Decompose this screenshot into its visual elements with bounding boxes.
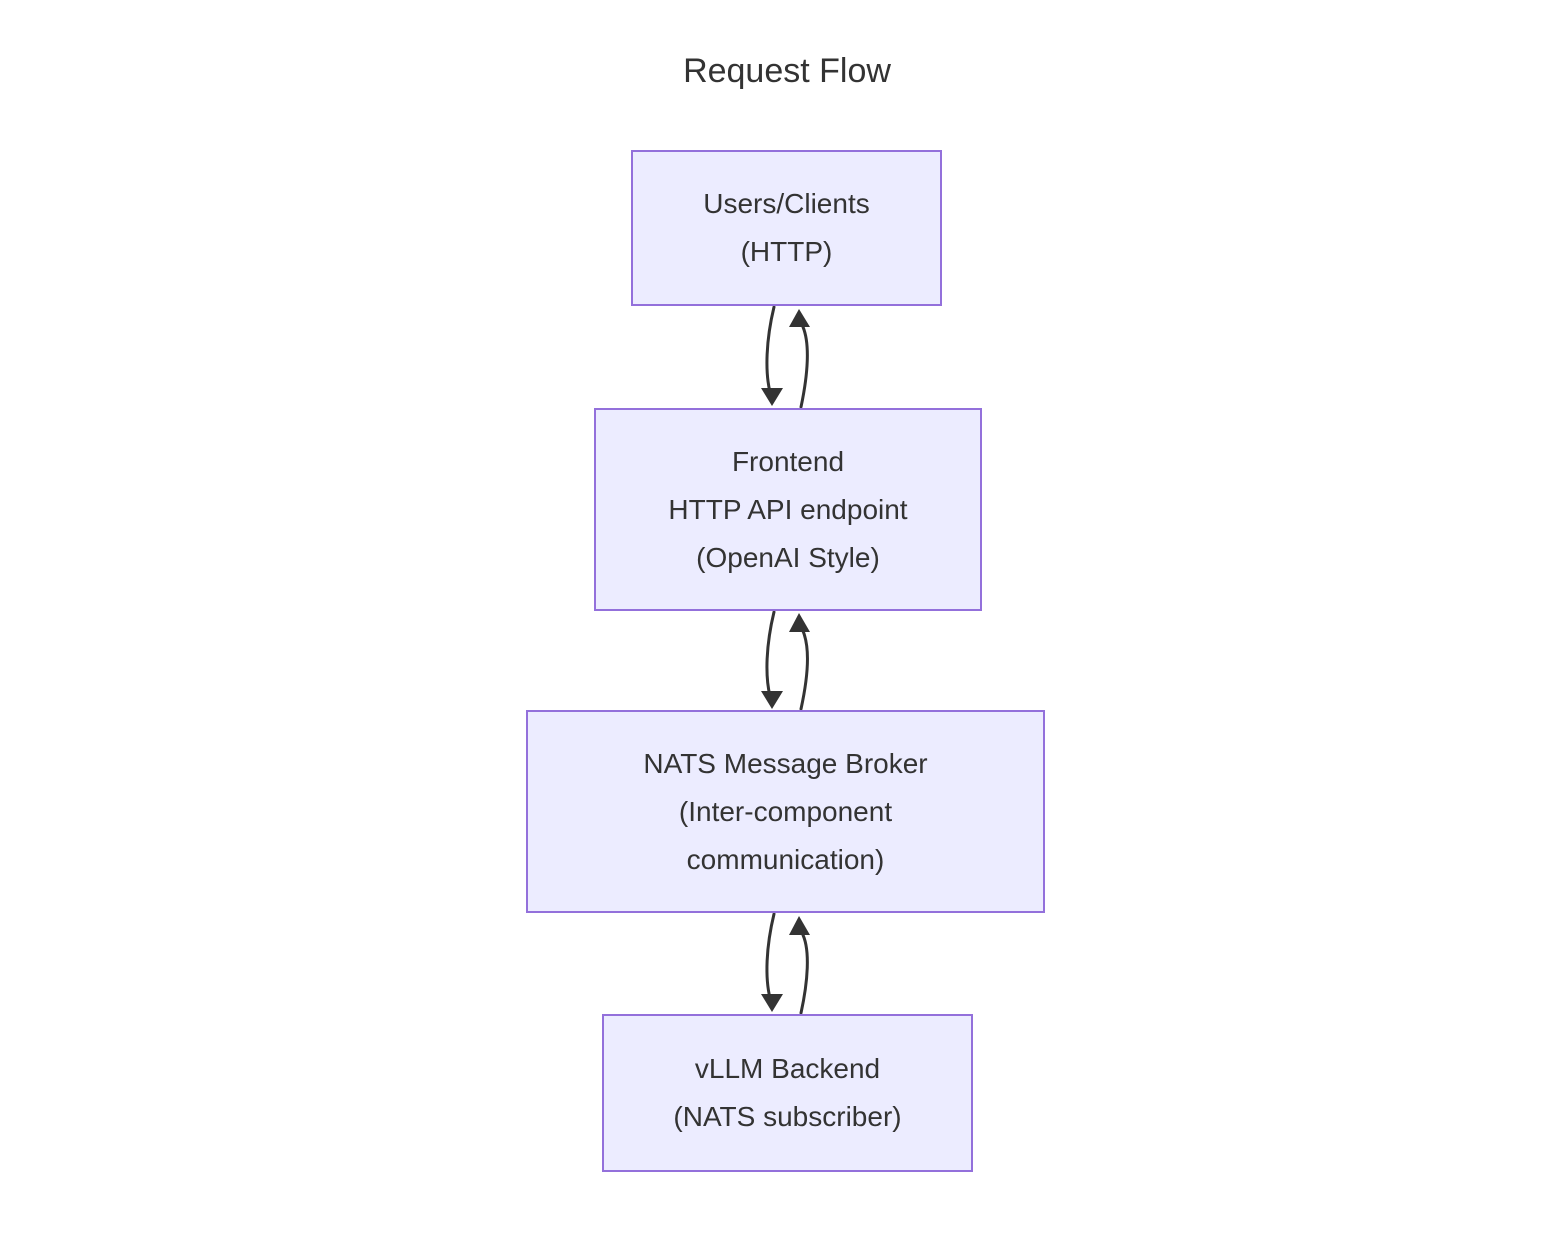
node-text-line: HTTP API endpoint (668, 493, 908, 525)
arrow-up-line (799, 933, 809, 1015)
node-text-line: (Inter-component (678, 795, 893, 827)
node-text-line: Users/Clients (703, 188, 870, 219)
arrow-down-line (765, 610, 776, 698)
arrow-up-head-icon (789, 309, 810, 327)
arrow-up-head-icon (789, 613, 810, 632)
node-text-line: (OpenAI Style) (696, 541, 880, 573)
arrow-up-line (799, 629, 809, 711)
node-nats-broker: NATS Message Broker (Inter-component com… (526, 710, 1045, 913)
arrow-down-head-icon (761, 388, 783, 406)
node-text-line: (NATS subscriber) (673, 1101, 902, 1132)
arrow-down-head-icon (761, 994, 783, 1012)
arrow-up-head-icon (789, 916, 810, 935)
arrow-down-line (765, 305, 776, 394)
arrow-down-line (765, 912, 776, 1000)
node-text-line: Frontend (731, 445, 845, 477)
node-text-line: (HTTP) (740, 236, 833, 267)
node-frontend: Frontend HTTP API endpoint (OpenAI Style… (594, 408, 982, 611)
edge-frontend-nats (761, 610, 810, 711)
node-vllm-backend: vLLM Backend (NATS subscriber) (602, 1014, 973, 1172)
arrow-down-head-icon (761, 691, 783, 709)
edge-nats-vllm (761, 912, 810, 1015)
arrow-up-line (799, 325, 809, 409)
node-users-clients: Users/Clients (HTTP) (631, 150, 942, 306)
edge-users-frontend (761, 305, 810, 409)
node-text-line: communication) (686, 843, 885, 875)
node-text-line: NATS Message Broker (643, 747, 928, 779)
diagram-title: Request Flow (683, 52, 891, 90)
node-text-line: vLLM Backend (694, 1053, 881, 1084)
